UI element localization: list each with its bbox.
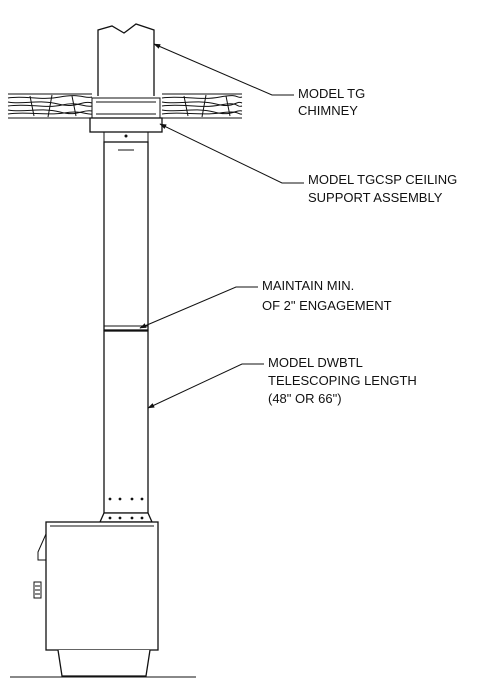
- label-chimney: MODEL TG CHIMNEY: [298, 86, 369, 118]
- ceiling-insulation-right: [161, 93, 243, 119]
- ceiling-insulation-left: [7, 93, 93, 119]
- label-telescoping: MODEL DWBTL TELESCOPING LENGTH (48" OR 6…: [268, 355, 420, 406]
- ceiling-support-assembly: [89, 117, 163, 143]
- wood-stove: [10, 512, 196, 678]
- label-engagement: MAINTAIN MIN. OF 2" ENGAGEMENT: [262, 278, 392, 313]
- label-ceiling-support: MODEL TGCSP CEILING SUPPORT ASSEMBLY: [308, 172, 461, 205]
- telescoping-pipe: [103, 141, 149, 514]
- leader-lines: [139, 43, 304, 409]
- chimney-section: [91, 23, 161, 119]
